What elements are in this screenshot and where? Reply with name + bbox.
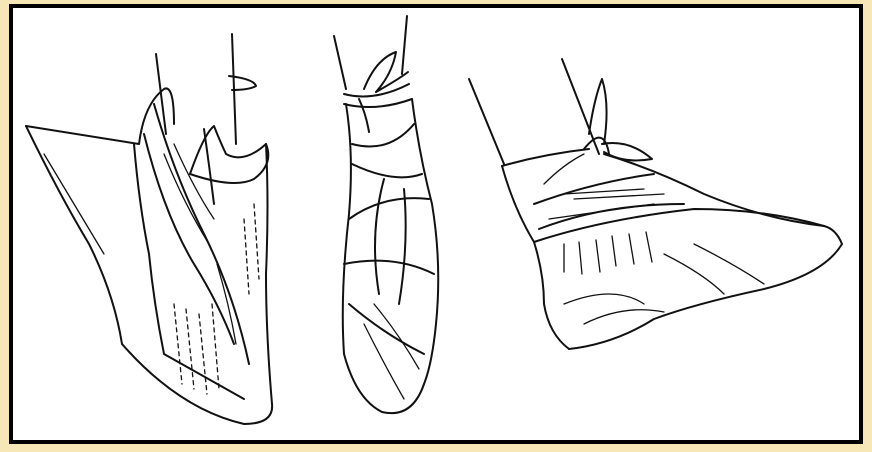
bandaged-foot-side-view-icon xyxy=(26,34,272,424)
bandaged-foot-front-view-icon xyxy=(334,16,438,413)
illustration-frame xyxy=(9,4,863,444)
foot-bandage-illustration xyxy=(13,8,859,440)
bandaged-foot-tied-knot-icon xyxy=(469,59,842,349)
